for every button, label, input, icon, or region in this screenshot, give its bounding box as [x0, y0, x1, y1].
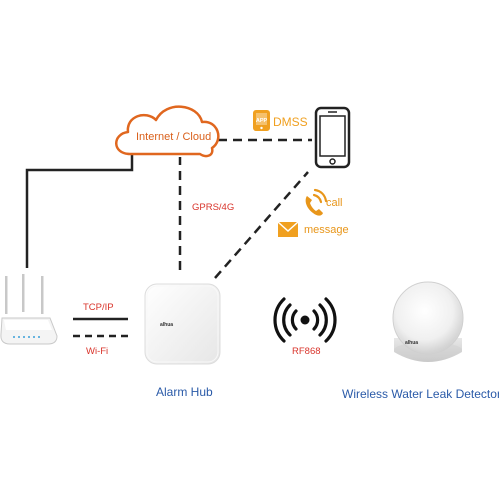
detector-brand-logo: alhua — [405, 340, 419, 346]
message-label: message — [304, 224, 349, 236]
water-leak-detector-label: Wireless Water Leak Detector — [342, 387, 499, 401]
connection-lines — [25, 138, 312, 338]
alarm-hub-device — [144, 283, 221, 365]
hub-phone-dashed-line — [214, 171, 309, 279]
tcpip-label: TCP/IP — [83, 302, 114, 313]
wifi-router-icon — [0, 274, 58, 345]
app-icon: APP — [253, 110, 270, 131]
rf868-label: RF868 — [292, 346, 321, 357]
router-cloud-line — [25, 154, 134, 268]
alarm-hub-label: Alarm Hub — [156, 385, 213, 399]
app-badge-text: APP — [256, 118, 268, 124]
wifi-label: Wi-Fi — [86, 346, 109, 357]
water-leak-detector-device — [392, 281, 464, 362]
call-label: call — [326, 197, 343, 209]
wireless-signal-icon — [273, 297, 337, 343]
hub-brand-logo: alhua — [160, 322, 174, 328]
smartphone-icon — [314, 106, 351, 169]
dmss-label: DMSS — [273, 115, 308, 129]
phone-call-icon — [305, 188, 328, 216]
gprs-label: GPRS/4G — [192, 202, 235, 213]
envelope-icon — [277, 221, 299, 237]
cloud-icon — [115, 105, 220, 158]
cloud-label: Internet / Cloud — [136, 131, 212, 143]
